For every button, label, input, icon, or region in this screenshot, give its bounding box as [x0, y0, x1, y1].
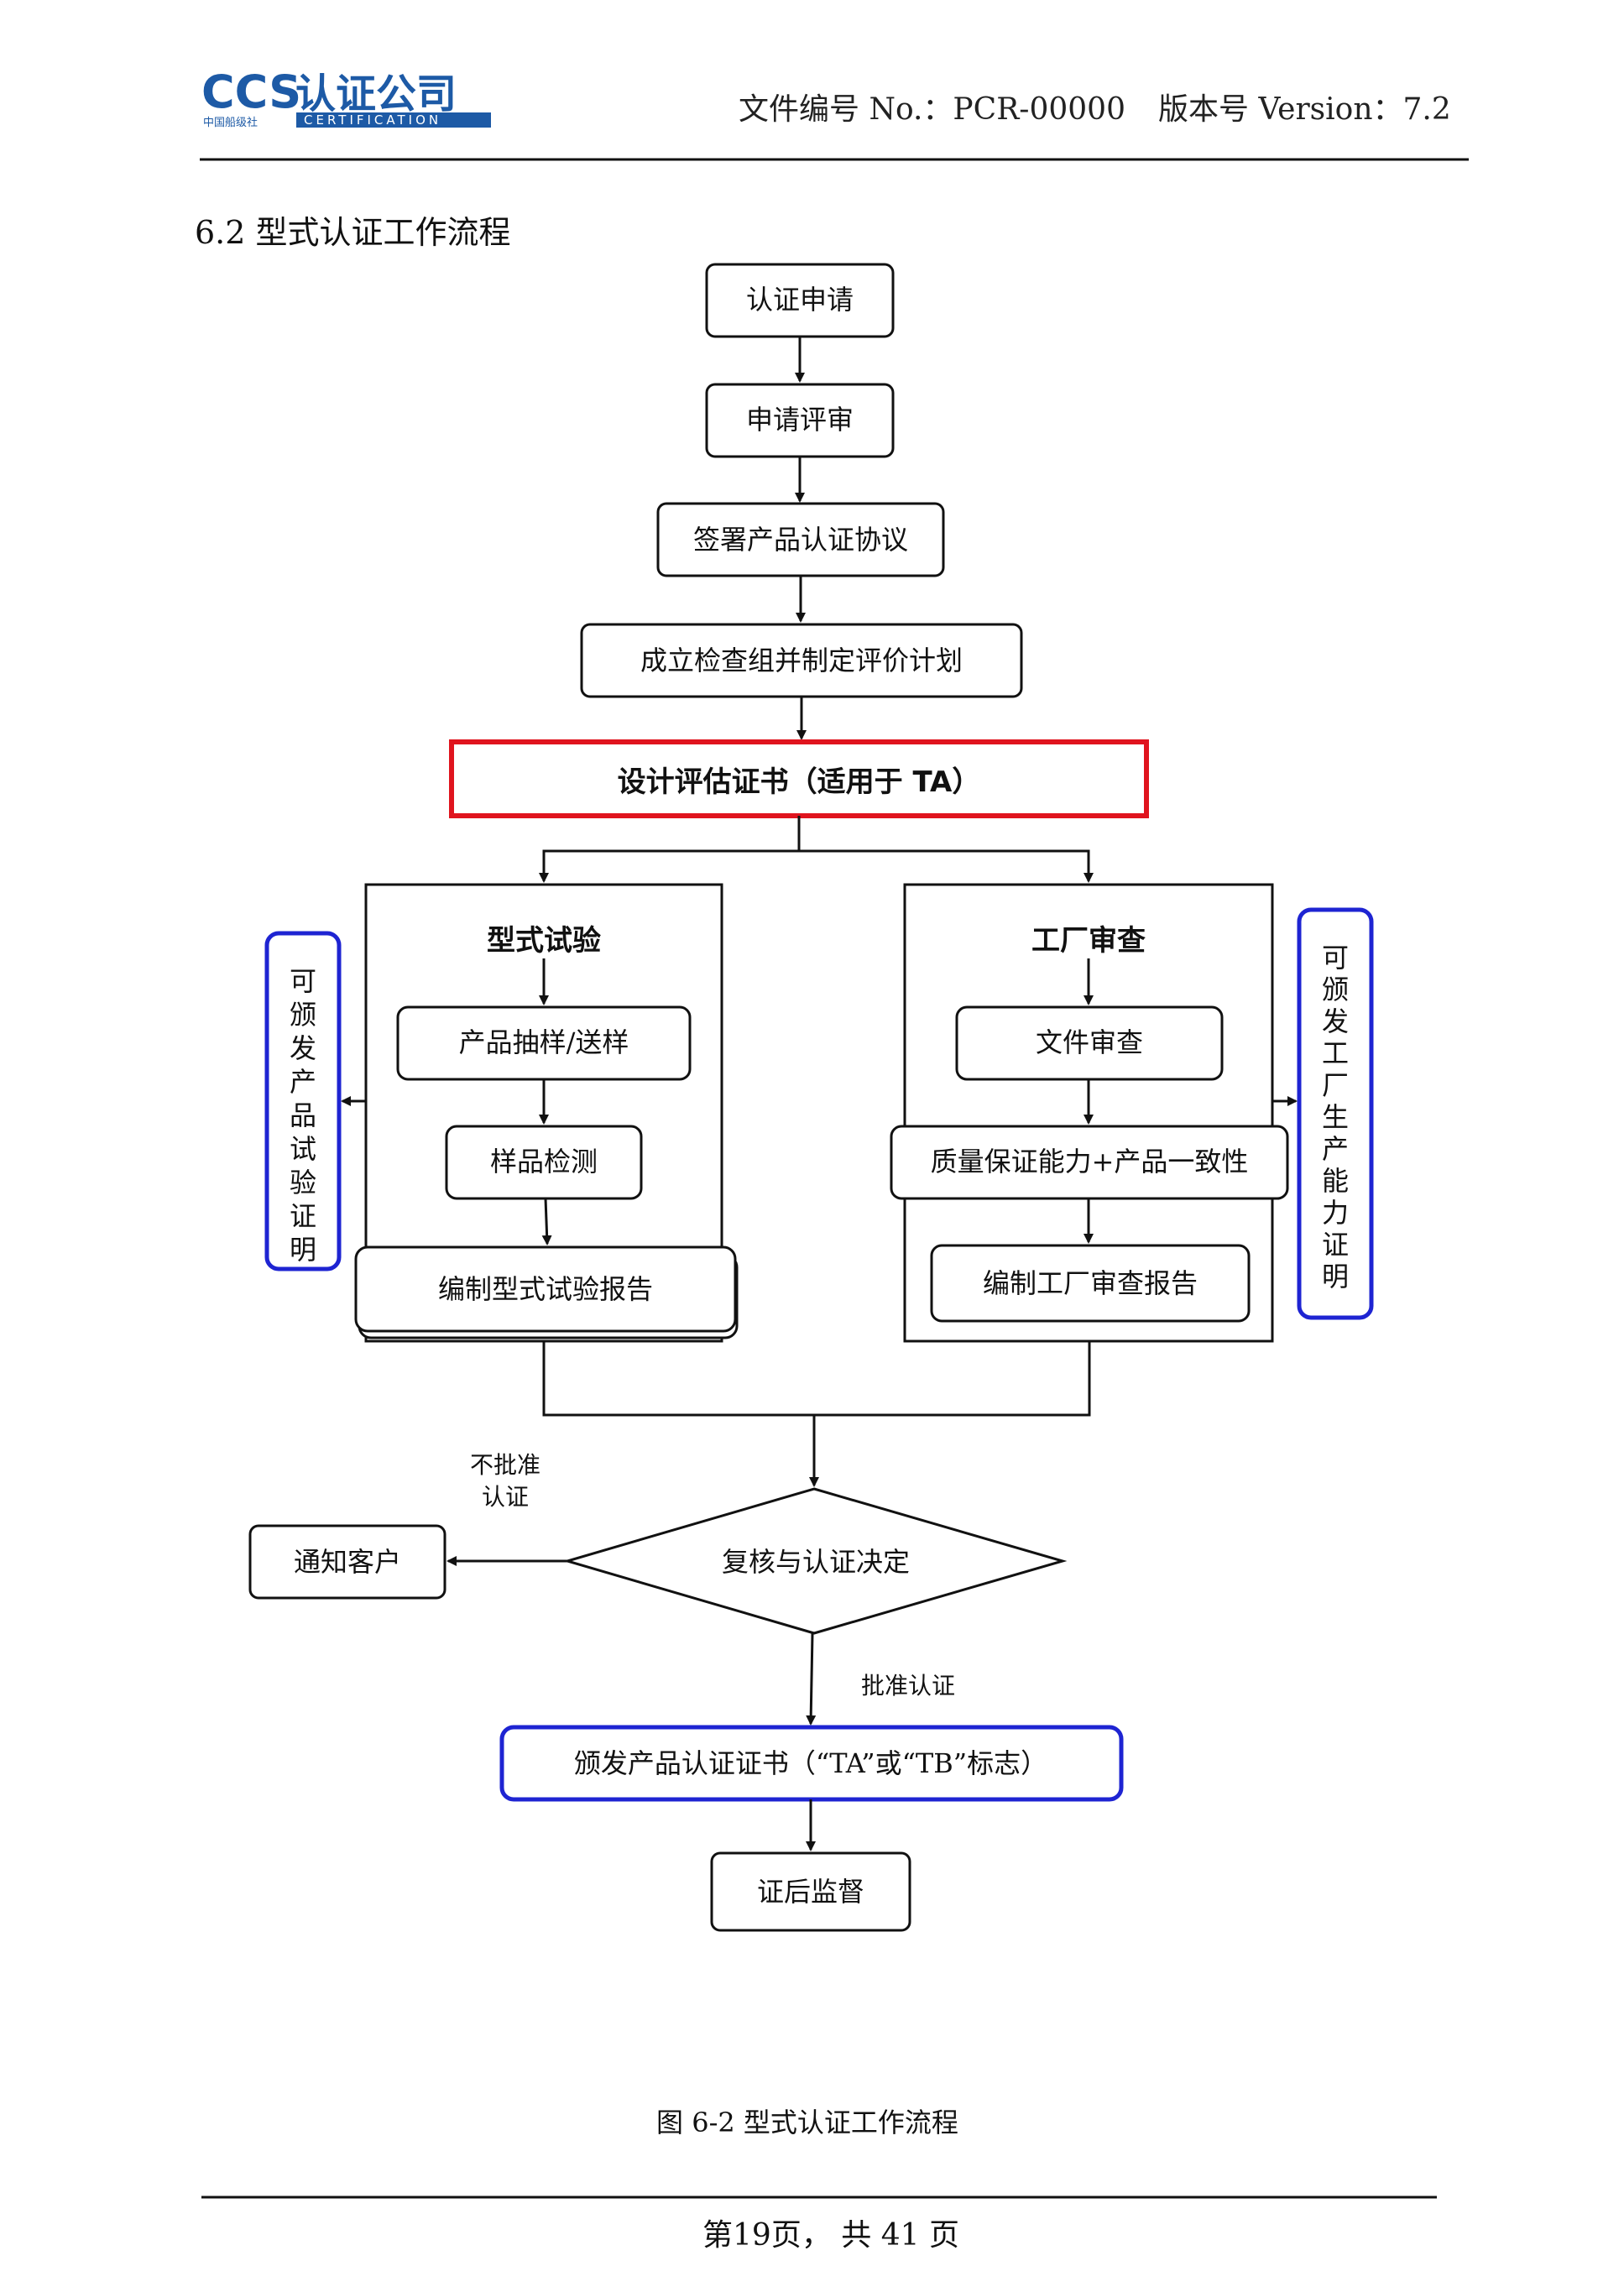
review-label: 申请评审 [746, 404, 854, 436]
left-note-char: 产 [290, 1066, 316, 1098]
sampling-label: 产品抽样/送样 [459, 1026, 629, 1058]
right-note-char: 明 [1322, 1261, 1349, 1292]
decision-label: 复核与认证决定 [722, 1546, 910, 1578]
reject-label-2: 认证 [482, 1483, 529, 1511]
notify-box [248, 1524, 446, 1600]
apply-label: 认证申请 [746, 284, 854, 316]
logo-sub-cn: 中国船级社 [203, 116, 258, 129]
split-right-line [799, 849, 1094, 883]
page-number: 第19页， 共 41 页 [702, 2218, 959, 2253]
tt-report-box [354, 1245, 737, 1333]
logo-ccs: CCS [201, 65, 301, 118]
left-note-char: 验 [290, 1167, 316, 1198]
logo-cn: 认证公司 [295, 70, 457, 117]
issue-cert-label: 颁发产品认证证书（“TA”或“TB”标志） [574, 1747, 1047, 1779]
decision-diamond [562, 1487, 1068, 1635]
logo-sub-en: CERTIFICATION [304, 112, 441, 128]
left-note-char: 发 [290, 1032, 316, 1064]
figure-caption: 图 6-2 型式认证工作流程 [656, 2107, 958, 2138]
testing-label: 样品检测 [490, 1146, 598, 1177]
left-note-char: 品 [290, 1099, 316, 1131]
left-note-box [264, 931, 342, 1271]
left-note-char: 颁 [290, 999, 316, 1031]
right-note-char: 产 [1322, 1133, 1349, 1165]
right-note-char: 发 [1322, 1005, 1349, 1037]
fa-report-label: 编制工厂审查报告 [983, 1267, 1198, 1299]
agreement-label: 签署产品认证协议 [693, 524, 908, 556]
right-note-char: 厂 [1322, 1069, 1349, 1101]
right-note-char: 力 [1322, 1197, 1349, 1229]
section-title: 6.2 型式认证工作流程 [195, 214, 511, 251]
doc-review-label: 文件审查 [1036, 1026, 1143, 1058]
testing-box [445, 1125, 643, 1200]
right-note-char: 工 [1322, 1037, 1349, 1069]
right-note-char: 生 [1322, 1101, 1349, 1133]
factory-audit-title: 工厂审查 [1031, 924, 1146, 958]
left-note-char: 明 [290, 1234, 316, 1266]
tt-report-label: 编制型式试验报告 [438, 1273, 653, 1305]
left-note-char: 证 [290, 1200, 316, 1232]
surveillance-box [710, 1851, 911, 1932]
arrow-approve [806, 1632, 817, 1726]
approve-label: 批准认证 [861, 1672, 955, 1700]
logo-band [296, 112, 491, 128]
surveillance-label: 证后监督 [757, 1876, 864, 1908]
doc-number: 文件编号 No.：PCR-00000 [739, 92, 1125, 127]
right-note-char: 可 [1322, 942, 1349, 974]
team-label: 成立检查组并制定评价计划 [640, 645, 963, 676]
right-note-char: 能 [1322, 1165, 1349, 1197]
split-left-line [539, 816, 801, 883]
fa-report-box [930, 1244, 1251, 1323]
reject-label-1: 不批准 [470, 1451, 540, 1479]
merge-line [542, 1341, 1091, 1417]
quality-label: 质量保证能力+产品一致性 [931, 1146, 1249, 1177]
notify-label: 通知客户 [294, 1546, 401, 1578]
design-cert-label: 设计评估证书（适用于 TA） [618, 765, 981, 799]
type-test-title: 型式试验 [487, 924, 601, 958]
version: 版本号 Version：7.2 [1158, 92, 1451, 127]
left-note-char: 试 [290, 1133, 316, 1165]
right-note-char: 颁 [1322, 974, 1349, 1005]
right-note-char: 证 [1322, 1229, 1349, 1261]
header-logo: CCS 认证公司 中国船级社 CERTIFICATION [201, 65, 491, 129]
arrow-tt-3 [541, 1198, 552, 1245]
left-note-char: 可 [290, 965, 316, 997]
right-note-box [1297, 907, 1374, 1320]
